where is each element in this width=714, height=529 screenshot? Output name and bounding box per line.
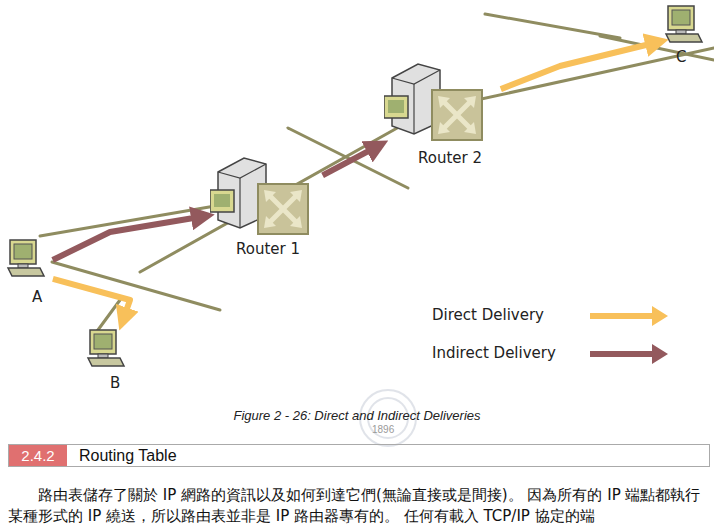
figure-caption: Figure 2 - 26: Direct and Indirect Deliv… <box>0 408 714 423</box>
section-title: Routing Table <box>79 445 177 466</box>
section-number: 2.4.2 <box>9 445 67 466</box>
delivery-arrow <box>53 216 204 260</box>
legend-text: Direct Delivery <box>432 306 544 324</box>
node-label: C <box>676 48 686 66</box>
computer-icon <box>86 326 126 368</box>
computer-icon <box>6 236 46 278</box>
delivery-arrow <box>53 279 130 321</box>
computer-node: B <box>86 326 132 394</box>
computer-node: C <box>664 2 710 68</box>
computer-node: A <box>6 236 50 308</box>
node-label: B <box>110 374 120 392</box>
legend-text: Indirect Delivery <box>432 344 556 362</box>
legend-swatch <box>590 341 672 367</box>
node-label: A <box>32 288 42 306</box>
router-node: Router 2 <box>384 56 498 169</box>
router-icon <box>384 56 484 142</box>
delivery-arrow <box>323 146 379 176</box>
section-header: 2.4.2 Routing Table <box>8 444 710 467</box>
computer-icon <box>664 2 704 44</box>
delivery-arrow <box>501 42 658 89</box>
node-label: Router 1 <box>236 240 300 258</box>
body-paragraph: 路由表儲存了關於 IP 網路的資訊以及如何到達它們(無論直接或是間接)。 因為所… <box>8 485 710 527</box>
node-label: Router 2 <box>418 149 482 167</box>
router-icon <box>210 150 310 236</box>
legend-swatch <box>590 303 672 329</box>
watermark: 1896 <box>372 424 394 435</box>
router-node: Router 1 <box>210 150 320 262</box>
